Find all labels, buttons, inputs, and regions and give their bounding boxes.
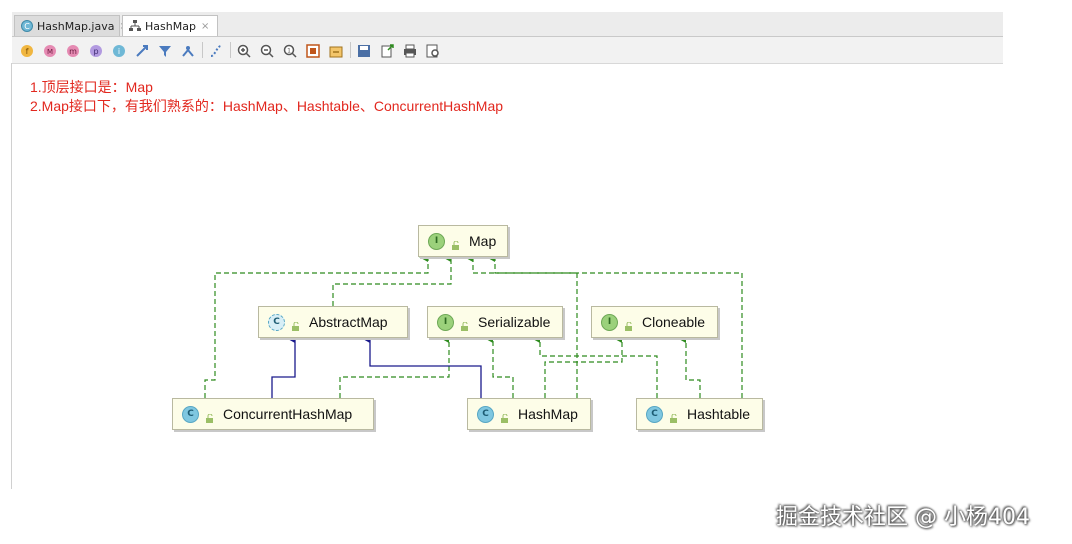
node-hashtable[interactable]: C Hashtable	[636, 398, 763, 430]
node-label: Hashtable	[687, 406, 751, 422]
svg-text:i: i	[118, 47, 120, 56]
edge-hashmap-cloneable	[544, 333, 623, 398]
abstract-class-icon: C	[268, 313, 285, 331]
editor-tab-bar: C HashMap.java × HashMap ×	[12, 12, 1003, 37]
public-lock-icon	[624, 318, 634, 331]
node-label: AbstractMap	[309, 314, 388, 330]
node-label: HashMap	[518, 406, 578, 422]
interface-icon: I	[428, 232, 445, 250]
hierarchy-icon	[129, 20, 141, 32]
actual-size-icon[interactable]: 1	[283, 43, 297, 58]
edge-abstractmap-map	[332, 252, 452, 306]
public-lock-icon	[291, 318, 301, 331]
route-edges-icon[interactable]	[209, 43, 223, 57]
edge-concurrenthashmap-abstractmap	[271, 333, 296, 398]
show-methods-icon[interactable]: m	[66, 43, 80, 57]
fit-content-icon[interactable]	[306, 43, 320, 58]
svg-text:m: m	[69, 47, 77, 56]
canvas-left-border	[11, 63, 12, 489]
node-label: Map	[469, 233, 497, 249]
tab-label: HashMap.java	[37, 19, 115, 33]
public-lock-icon	[460, 318, 470, 331]
node-hashmap[interactable]: C HashMap	[467, 398, 591, 430]
node-abstractmap[interactable]: C AbstractMap	[258, 306, 408, 338]
node-label: Serializable	[478, 314, 551, 330]
show-properties-icon[interactable]: M	[43, 43, 57, 57]
edge-concurrenthashmap-serializable	[339, 333, 450, 398]
class-icon: C	[477, 405, 494, 423]
node-label: ConcurrentHashMap	[223, 406, 353, 422]
show-dependencies-icon[interactable]	[135, 43, 149, 57]
note-line-2: 2.Map接口下，有我们熟系的：HashMap、Hashtable、Concur…	[30, 98, 504, 114]
show-packages-icon[interactable]: p	[89, 43, 103, 57]
open-icon[interactable]	[380, 43, 394, 58]
note-line-1: 1.顶层接口是：Map	[30, 79, 153, 95]
diagram-toolbar: f M m p i 1	[12, 37, 1003, 64]
interface-icon: I	[437, 313, 454, 331]
svg-text:C: C	[24, 22, 30, 31]
preview-icon[interactable]	[426, 43, 440, 58]
layout-icon[interactable]	[181, 43, 195, 57]
public-lock-icon	[669, 410, 679, 423]
svg-text:1: 1	[287, 48, 291, 55]
export-icon[interactable]	[329, 43, 343, 58]
zoom-out-icon[interactable]	[260, 43, 274, 58]
node-cloneable[interactable]: I Cloneable	[591, 306, 718, 338]
edge-concurrenthashmap-map	[204, 252, 429, 398]
interface-icon: I	[601, 313, 618, 331]
tab-hashmap-diagram[interactable]: HashMap ×	[122, 15, 218, 36]
watermark: 掘金技术社区 @ 小杨404	[776, 505, 1030, 530]
class-icon: C	[182, 405, 199, 423]
zoom-in-icon[interactable]	[237, 43, 251, 58]
save-icon[interactable]	[357, 43, 371, 57]
show-fields-icon[interactable]: f	[20, 43, 34, 57]
node-map[interactable]: I Map	[418, 225, 508, 257]
public-lock-icon	[500, 410, 510, 423]
close-icon[interactable]: ×	[200, 20, 210, 32]
edge-hashmap-map	[464, 252, 578, 398]
show-inner-classes-icon[interactable]: i	[112, 43, 126, 57]
java-class-icon: C	[21, 20, 33, 32]
tab-label: HashMap	[145, 19, 196, 33]
node-serializable[interactable]: I Serializable	[427, 306, 563, 338]
edge-hashmap-abstractmap	[361, 333, 482, 398]
svg-text:M: M	[47, 48, 53, 56]
node-concurrenthashmap[interactable]: C ConcurrentHashMap	[172, 398, 374, 430]
edge-hashtable-serializable	[531, 333, 658, 398]
class-icon: C	[646, 405, 663, 423]
edge-hashtable-map	[486, 252, 743, 398]
node-label: Cloneable	[642, 314, 706, 330]
public-lock-icon	[205, 410, 215, 423]
svg-text:p: p	[93, 47, 98, 56]
filter-icon[interactable]	[158, 43, 172, 57]
svg-text:f: f	[26, 47, 29, 56]
public-lock-icon	[451, 237, 461, 250]
edge-hashtable-cloneable	[677, 333, 701, 398]
print-icon[interactable]	[403, 43, 417, 58]
edge-hashmap-serializable	[484, 333, 514, 398]
